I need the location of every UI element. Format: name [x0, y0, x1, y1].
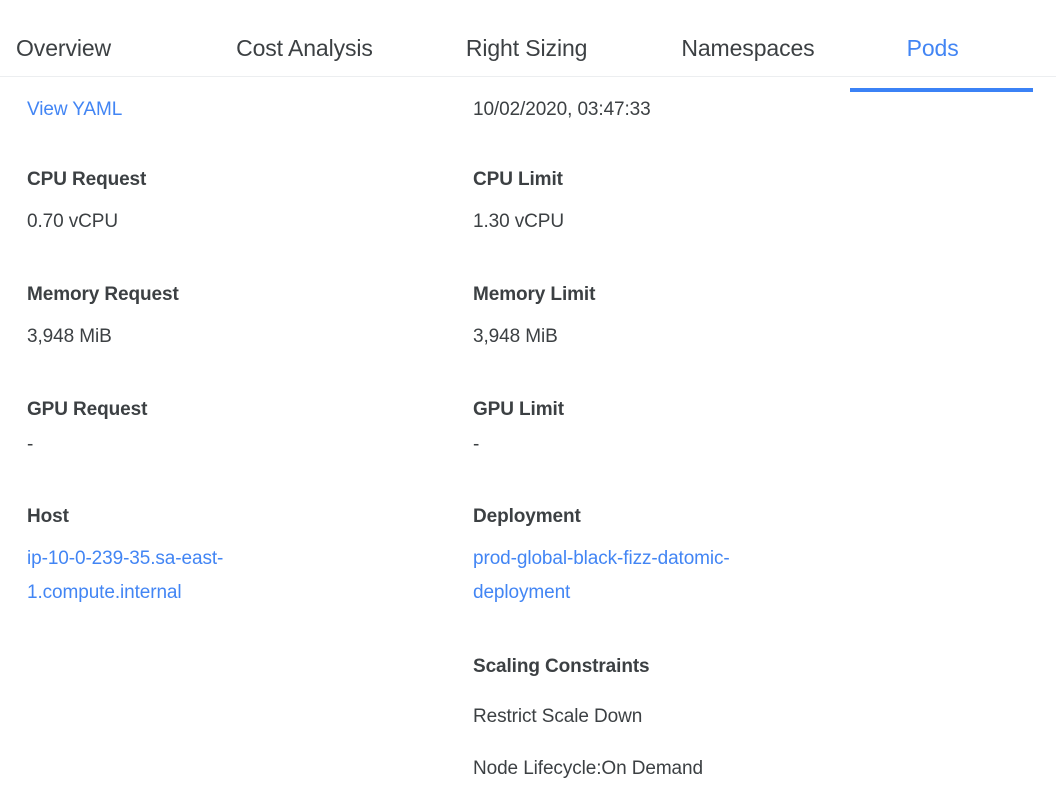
- tab-label: Overview: [16, 34, 112, 61]
- field-value: 3,948 MiB: [27, 326, 112, 347]
- details-columns: View YAML CPU Request 0.70 vCPU Memory R…: [0, 77, 1056, 807]
- details-column-left: View YAML CPU Request 0.70 vCPU Memory R…: [0, 77, 464, 610]
- host-link[interactable]: ip-10-0-239-35.sa-east-1.compute.interna…: [27, 548, 224, 603]
- field-label: Host: [27, 506, 69, 527]
- field-label: Deployment: [473, 506, 581, 527]
- field-label: GPU Request: [27, 399, 148, 420]
- tab-overview[interactable]: Overview: [16, 18, 111, 77]
- tab-cost-analysis[interactable]: Cost Analysis: [236, 18, 373, 77]
- field-memory-limit: Memory Limit 3,948 MiB: [473, 283, 934, 354]
- field-host: Host ip-10-0-239-35.sa-east-1.compute.in…: [27, 505, 464, 610]
- field-label: CPU Request: [27, 169, 147, 190]
- tab-label: Right Sizing: [465, 34, 588, 61]
- field-label: Memory Request: [27, 284, 179, 305]
- field-label: Memory Limit: [473, 284, 596, 305]
- field-value: 3,948 MiB: [473, 326, 558, 347]
- details-column-right: 10/02/2020, 03:47:33 CPU Limit 1.30 vCPU…: [464, 77, 934, 807]
- tab-label: Namespaces: [681, 34, 815, 61]
- field-deployment: Deployment prod-global-black-fizz-datomi…: [473, 505, 934, 610]
- field-value: -: [27, 434, 34, 455]
- field-cpu-request: CPU Request 0.70 vCPU: [27, 168, 464, 239]
- tab-pods[interactable]: Pods: [849, 18, 1033, 92]
- field-value: -: [473, 434, 480, 455]
- view-yaml-link[interactable]: View YAML: [27, 99, 123, 120]
- pod-details-panel: Overview Cost Analysis Right Sizing Name…: [0, 0, 1056, 779]
- tab-right-sizing[interactable]: Right Sizing: [466, 18, 588, 77]
- tab-list: Overview Cost Analysis Right Sizing Name…: [0, 0, 1056, 92]
- scaling-constraints-section: Scaling Constraints Restrict Scale Down …: [473, 655, 934, 783]
- field-gpu-request: GPU Request -: [27, 398, 464, 455]
- active-tab-indicator: [849, 88, 1033, 92]
- pod-details-content: View YAML CPU Request 0.70 vCPU Memory R…: [0, 77, 1056, 807]
- field-label: CPU Limit: [473, 169, 563, 190]
- pod-timestamp: 10/02/2020, 03:47:33: [473, 99, 651, 120]
- constraint-item: Node Lifecycle:On Demand: [473, 758, 703, 779]
- tab-label: Pods: [906, 34, 959, 61]
- deployment-link[interactable]: prod-global-black-fizz-datomic-deploymen…: [473, 548, 730, 603]
- field-value: 1.30 vCPU: [473, 211, 564, 232]
- tab-label: Cost Analysis: [236, 34, 373, 61]
- tab-bar: Overview Cost Analysis Right Sizing Name…: [0, 0, 1056, 92]
- field-label: GPU Limit: [473, 399, 564, 420]
- field-memory-request: Memory Request 3,948 MiB: [27, 283, 464, 354]
- constraint-item: Restrict Scale Down: [473, 706, 643, 727]
- field-cpu-limit: CPU Limit 1.30 vCPU: [473, 168, 934, 239]
- scaling-constraints-label: Scaling Constraints: [473, 656, 650, 677]
- field-value: 0.70 vCPU: [27, 211, 118, 232]
- field-gpu-limit: GPU Limit -: [473, 398, 934, 455]
- tab-namespaces[interactable]: Namespaces: [681, 18, 814, 77]
